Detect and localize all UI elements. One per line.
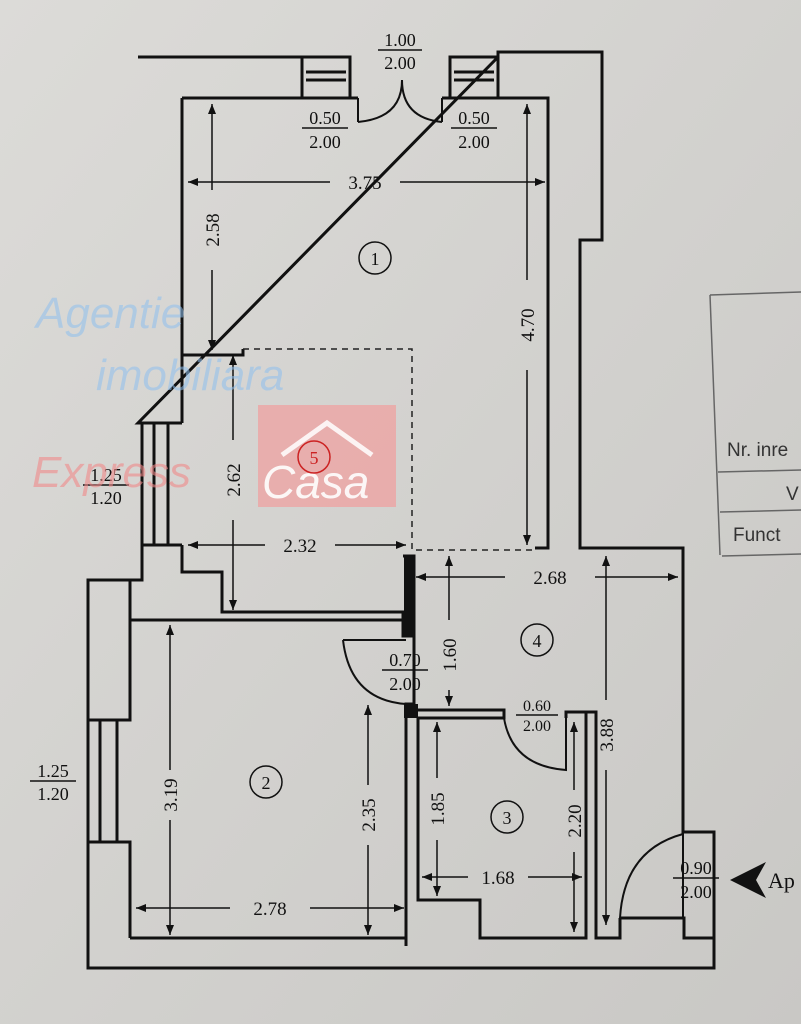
left-window-upper-num: 1.25: [90, 465, 122, 485]
side-table: [709, 291, 801, 557]
entrance-label: Ap: [768, 868, 795, 893]
dim-room5-width: 2.32: [283, 536, 316, 557]
table-row-v: V: [786, 484, 799, 505]
wall-fills: [404, 556, 418, 718]
room-label-1: 1: [358, 241, 392, 275]
dim-room4-height: 1.60: [440, 638, 461, 671]
watermark-line4: Casa: [262, 456, 369, 508]
opening-left-window-lower: 1.25 1.20: [30, 761, 76, 804]
opening-top-door: 1.00 2.00: [378, 30, 422, 73]
left-window-lower-num: 1.25: [37, 761, 69, 781]
opening-top-left-window: 0.50 2.00: [302, 108, 348, 152]
room-label-5: 5: [297, 440, 331, 474]
watermark-line2: imobiliara: [96, 351, 284, 400]
room-label-4: 4: [520, 623, 554, 657]
table-row-nr: Nr. inre: [727, 440, 788, 461]
entrance-door-den: 2.00: [680, 882, 712, 902]
entrance-door-num: 0.90: [680, 858, 712, 878]
top-right-window-num: 0.50: [458, 108, 490, 128]
opening-top-right-window: 0.50 2.00: [451, 108, 497, 152]
left-window-upper-den: 1.20: [90, 488, 122, 508]
watermark-line3: Express: [32, 448, 191, 497]
dim-room5-height: 2.62: [224, 463, 245, 496]
dim-room2-height-right: 2.35: [359, 798, 380, 831]
opening-left-window-upper: 1.25 1.20: [83, 465, 129, 508]
door-room2-num: 0.70: [389, 650, 421, 670]
room-label-3: 3: [490, 800, 524, 834]
room5-outline: [243, 348, 535, 551]
svg-text:1: 1: [371, 249, 380, 269]
entrance-arrow-icon: [730, 862, 766, 898]
svg-text:3: 3: [503, 808, 512, 828]
top-left-window-num: 0.50: [309, 108, 341, 128]
svg-text:2: 2: [262, 773, 271, 793]
opening-entrance-door: 0.90 2.00: [673, 858, 719, 902]
dim-room3-width: 1.68: [481, 868, 514, 889]
dim-room2-height-left: 3.19: [161, 778, 182, 811]
top-door-num: 1.00: [384, 30, 416, 50]
dim-room1-height-right: 4.70: [518, 308, 539, 341]
door-room3-num: 0.60: [523, 698, 551, 715]
dimension-ticks: [136, 104, 678, 935]
table-row-funct: Funct: [733, 525, 781, 546]
opening-door-room3: 0.60 2.00: [516, 698, 558, 735]
opening-door-room2: 0.70 2.00: [382, 650, 428, 694]
svg-text:4: 4: [533, 631, 542, 651]
dim-room2-width: 2.78: [253, 899, 286, 920]
dim-room4-right-height: 3.88: [597, 718, 618, 751]
svg-text:5: 5: [310, 448, 319, 468]
top-door-den: 2.00: [384, 53, 416, 73]
dim-room3-height-left: 1.85: [428, 792, 449, 825]
dim-room1-width: 3.75: [348, 173, 381, 194]
dim-room3-height-right: 2.20: [565, 804, 586, 837]
top-left-window-den: 2.00: [309, 132, 341, 152]
dim-room1-height-left: 2.58: [203, 213, 224, 246]
watermark-roof-icon: [280, 419, 374, 458]
door-room2-den: 2.00: [389, 674, 421, 694]
top-right-window-den: 2.00: [458, 132, 490, 152]
door-swings: [342, 79, 684, 919]
left-window-lower-den: 1.20: [37, 784, 69, 804]
watermark-line1: Agentie: [33, 289, 185, 338]
door-room3-den: 2.00: [523, 718, 551, 735]
dim-room4-width: 2.68: [533, 568, 566, 589]
room-label-2: 2: [249, 765, 283, 799]
